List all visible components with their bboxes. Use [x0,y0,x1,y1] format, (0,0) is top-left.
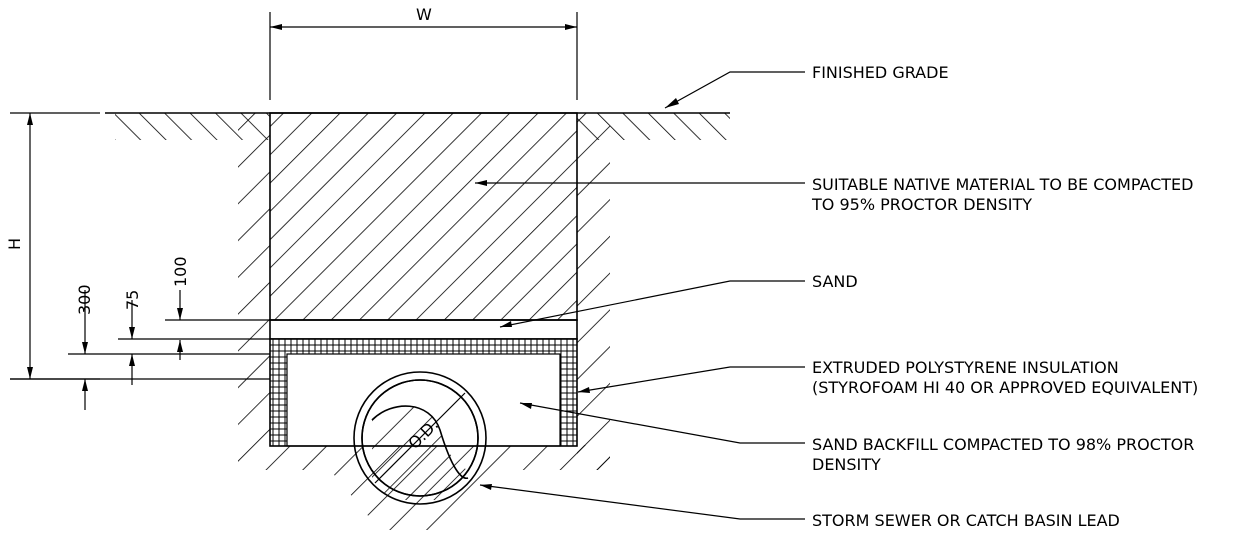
callout-backfill-line1: SAND BACKFILL COMPACTED TO 98% PROCTOR [812,435,1194,454]
sand-layer [269,319,578,340]
dimension-100: 100 [171,256,190,287]
callout-insulation-line2: (STYROFOAM HI 40 OR APPROVED EQUIVALENT) [812,378,1198,397]
callout-leaders [475,71,805,520]
undisturbed-earth-left [115,113,270,445]
native-backfill [270,113,577,320]
callout-insulation-line1: EXTRUDED POLYSTYRENE INSULATION [812,358,1119,377]
width-label: W [416,5,432,24]
storm-sewer-pipe [353,371,487,505]
layer-dimensions: 100 75 300 [10,256,270,410]
callout-backfill-line2: DENSITY [812,455,881,474]
callout-sewer: STORM SEWER OR CATCH BASIN LEAD [812,511,1120,530]
height-label: H [5,238,24,250]
callout-finished-grade: FINISHED GRADE [812,63,949,82]
undisturbed-earth-right [577,113,730,470]
callout-native-line2: TO 95% PROCTOR DENSITY [811,195,1032,214]
width-dimension: W [269,5,578,100]
height-dimension: H [5,112,100,380]
callout-native-line1: SUITABLE NATIVE MATERIAL TO BE COMPACTED [812,175,1193,194]
dimension-75: 75 [123,290,142,310]
dimension-300: 300 [75,284,94,315]
callout-sand: SAND [812,272,858,291]
